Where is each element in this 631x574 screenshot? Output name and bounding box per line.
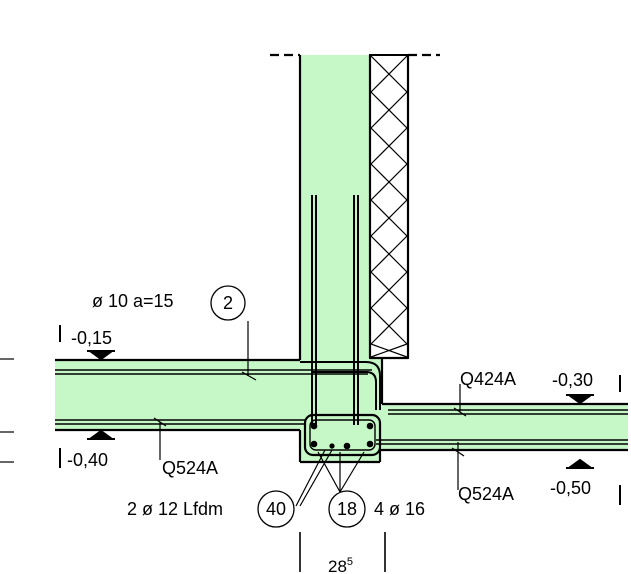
bar-18-mark: 18 <box>337 499 357 519</box>
hatch-stroke <box>370 271 408 309</box>
hatch-stroke <box>370 127 408 165</box>
level-left-top: -0,15 <box>71 328 112 348</box>
hatch-stroke <box>370 163 408 201</box>
bar-40-bubble <box>257 490 295 528</box>
level-right-bottom: -0,50 <box>550 478 591 498</box>
hatch-stroke <box>370 307 408 345</box>
hatch-stroke <box>370 91 408 129</box>
level-right-top: -0,30 <box>552 370 593 390</box>
wall-width-sup: 5 <box>347 556 353 568</box>
bar-2-spec: ø 10 a=15 <box>92 291 174 311</box>
hatch-stroke <box>370 199 408 237</box>
bar-2-bubble <box>210 285 246 321</box>
left-slab-outline <box>55 358 384 464</box>
wall-outline <box>298 55 410 360</box>
bar-2-mark: 2 <box>223 293 233 313</box>
wall-width-dimension <box>299 532 386 572</box>
mesh-right-bottom: Q524A <box>458 484 514 504</box>
hatch-stroke <box>370 235 408 273</box>
mark-bubbles <box>210 285 366 528</box>
bar-18-spec: 4 ø 16 <box>374 499 425 519</box>
hatch-stroke <box>370 55 408 93</box>
bar-40-spec: 2 ø 12 Lfdm <box>127 499 223 519</box>
wall-width-label: 285 <box>328 556 353 574</box>
insulation-hatch-icon <box>369 54 409 359</box>
mesh-right-top: Q424A <box>460 369 516 389</box>
level-marker-icons <box>59 325 621 505</box>
level-left-bottom: -0,40 <box>67 450 108 470</box>
corner-stirrup <box>303 413 382 457</box>
concrete-section <box>55 55 628 462</box>
right-slab-outline <box>376 402 628 452</box>
wall-rebar <box>300 195 381 425</box>
leader-lines <box>153 321 467 507</box>
bar-18-bubble <box>328 490 366 528</box>
bar-40-mark: 40 <box>266 499 286 519</box>
mesh-left-bottom: Q524A <box>162 458 218 478</box>
wall-width-main: 28 <box>328 557 347 574</box>
left-edge-ticks <box>0 358 14 463</box>
hatch-stroke <box>370 343 408 358</box>
